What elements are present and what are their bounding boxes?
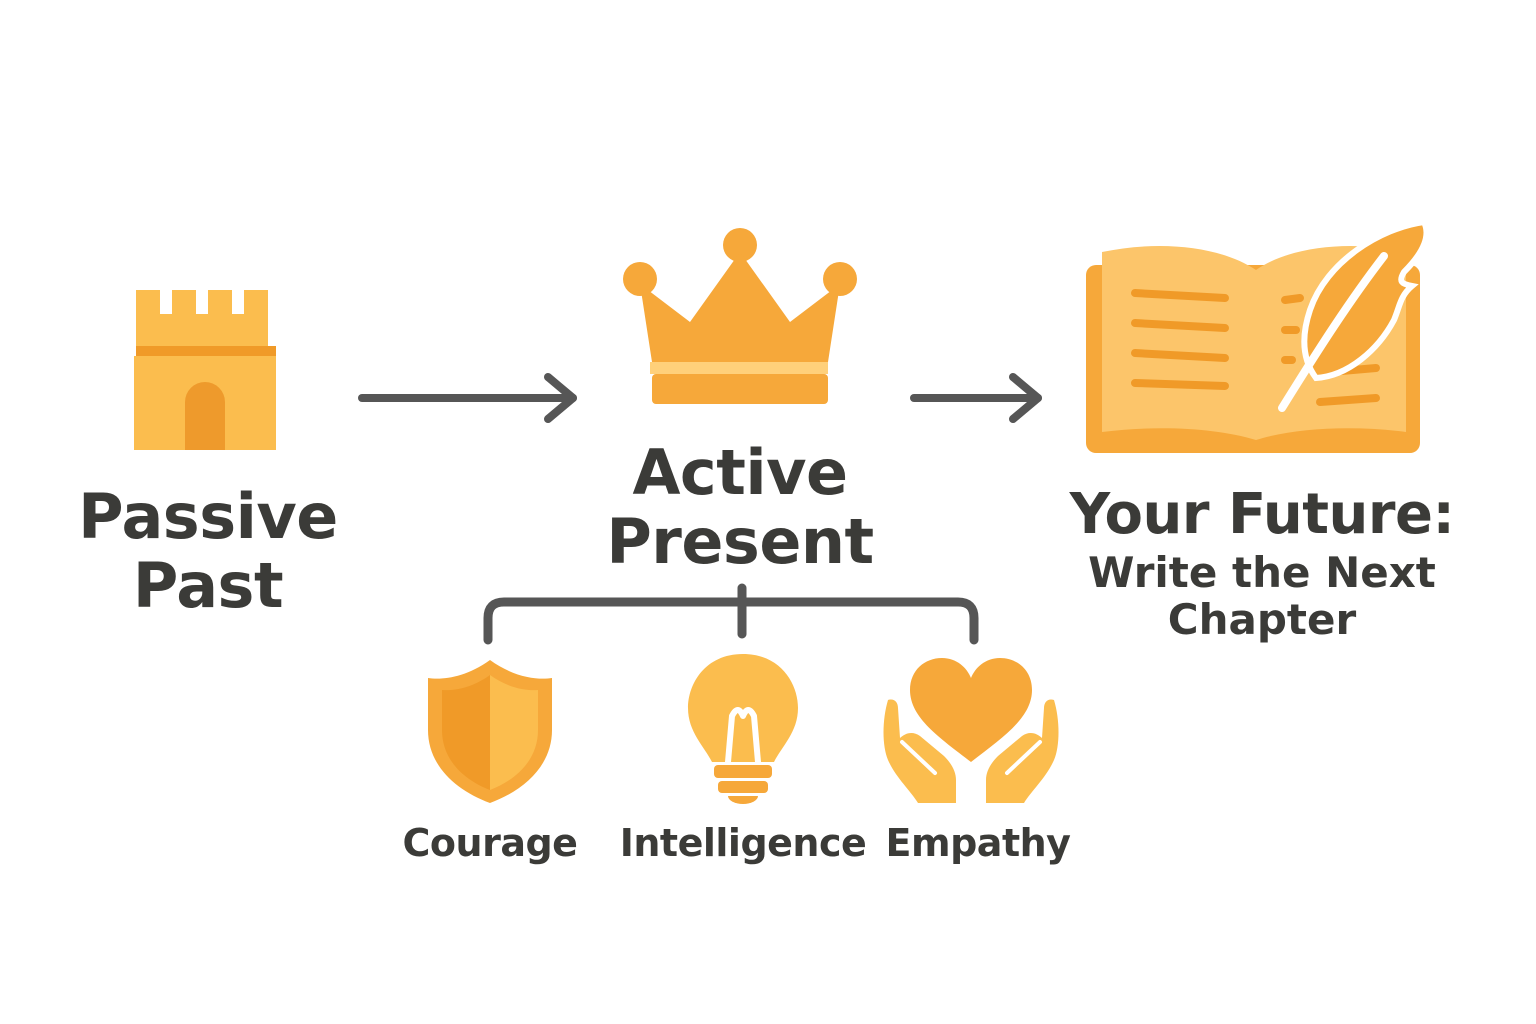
arrow-right-icon xyxy=(910,373,1042,423)
shield-icon xyxy=(428,660,552,803)
future-label-line2: Chapter xyxy=(1167,594,1357,644)
lightbulb-icon xyxy=(688,654,798,804)
future-stage-label: Your Future: Write the Next Chapter xyxy=(1062,482,1462,644)
past-label-line2: Past xyxy=(132,549,284,623)
crown-icon xyxy=(623,228,857,404)
trait-connector xyxy=(483,583,979,645)
past-label-line1: Passive xyxy=(78,480,338,553)
trait-label-courage: Courage xyxy=(402,821,578,865)
future-label-line1: Write the Next xyxy=(1088,547,1436,597)
arrow-right-icon xyxy=(358,373,577,423)
trait-label-empathy: Empathy xyxy=(885,821,1071,865)
present-stage-label: Active Present xyxy=(570,438,910,577)
trait-label-intelligence: Intelligence xyxy=(619,821,867,865)
past-stage-label: Passive Past xyxy=(58,482,358,621)
heart-hands-icon xyxy=(883,658,1059,803)
future-label-title: Your Future: xyxy=(1069,482,1455,547)
present-label-line1: Active xyxy=(632,436,848,509)
open-book-quill-icon xyxy=(1086,218,1430,453)
castle-tower-icon xyxy=(134,290,276,450)
present-label-line2: Present xyxy=(606,505,874,579)
